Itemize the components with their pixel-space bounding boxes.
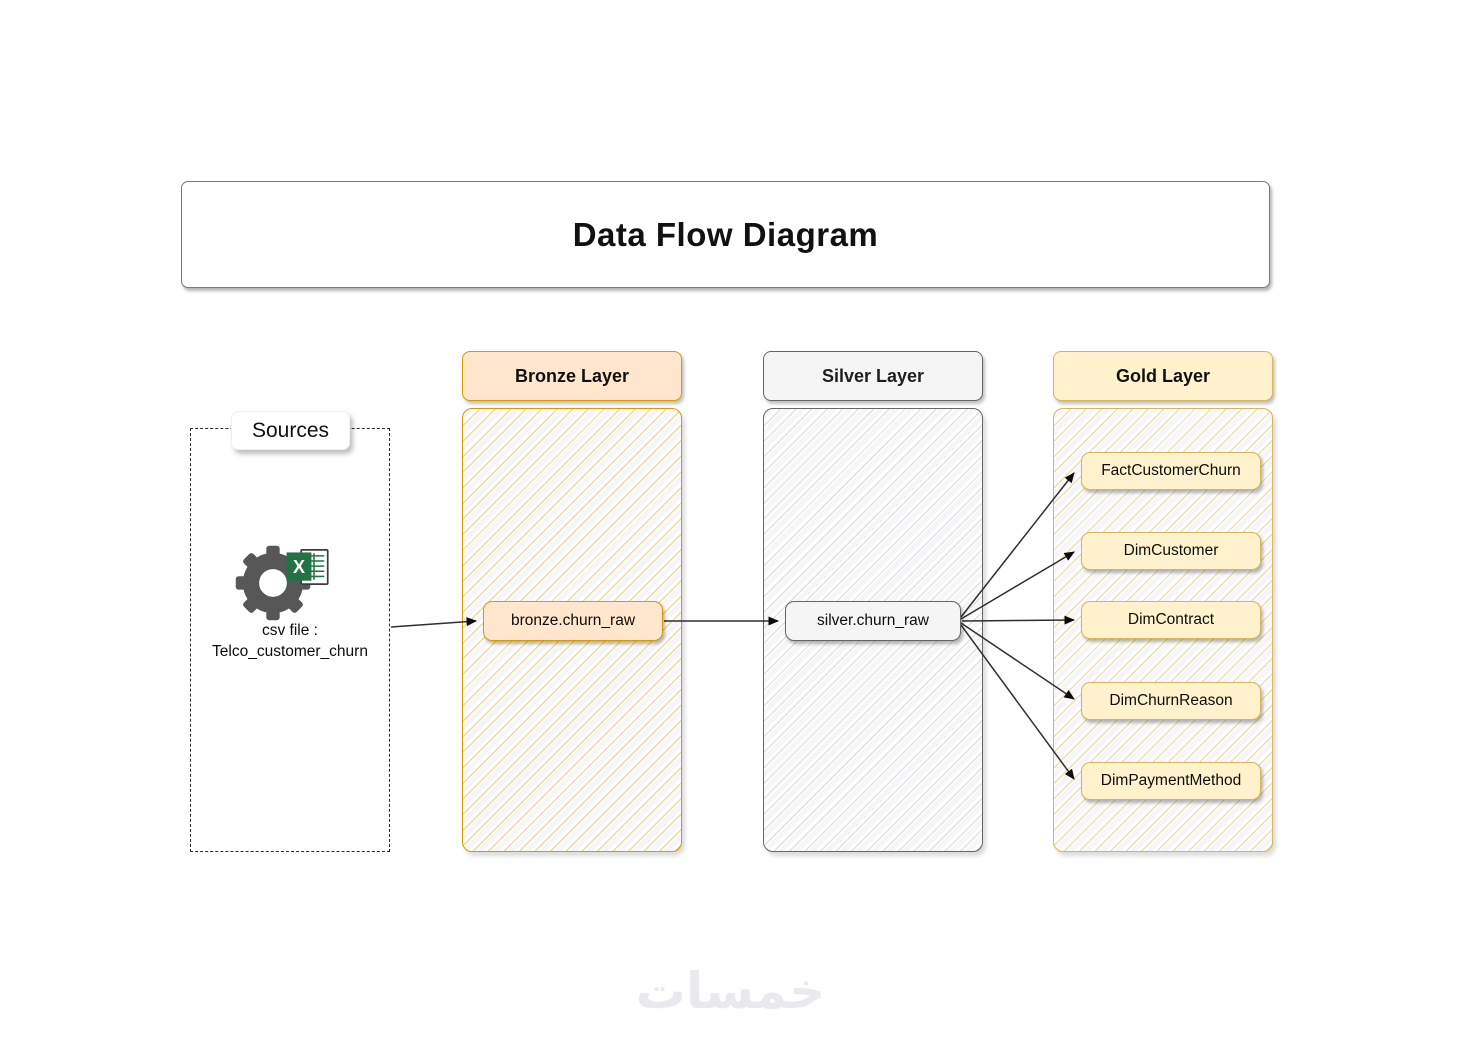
node-label: silver.churn_raw [817,612,929,629]
bronze-layer-title: Bronze Layer [514,365,630,386]
svg-text:X: X [293,557,305,577]
node-label: FactCustomerChurn [1101,462,1241,479]
node-bronze-churn-raw: bronze.churn_raw [483,601,663,641]
gold-layer-title: Gold Layer [1115,365,1211,386]
sources-label: Sources [231,411,350,450]
diagram-title-box: Data Flow Diagram [181,181,1270,288]
node-label: DimContract [1127,611,1215,628]
excel-file-icon: X [286,549,329,585]
node-dimcustomer: DimCustomer [1081,532,1261,570]
csv-caption-line2: Telco_customer_churn [212,643,368,660]
node-dimpaymentmethod: DimPaymentMethod [1081,762,1261,800]
bronze-layer-header: Bronze Layer [462,351,682,401]
node-dimcontract: DimContract [1081,601,1261,639]
sources-label-text: Sources [251,418,330,442]
csv-source-caption: csv file : Telco_customer_churn [185,620,395,662]
khamsat-watermark: خمسات [635,962,826,1020]
silver-layer-header: Silver Layer [763,351,983,401]
node-label: DimChurnReason [1109,692,1233,709]
csv-caption-line1: csv file : [262,622,318,639]
node-silver-churn-raw: silver.churn_raw [785,601,961,641]
page-title: Data Flow Diagram [572,215,879,253]
node-label: DimPaymentMethod [1100,772,1242,789]
gold-layer-header: Gold Layer [1053,351,1273,401]
node-factcustomerchurn: FactCustomerChurn [1081,452,1261,490]
node-label: DimCustomer [1123,542,1219,559]
node-label: bronze.churn_raw [510,612,636,629]
node-dimchurnreason: DimChurnReason [1081,682,1261,720]
silver-layer-title: Silver Layer [821,365,925,386]
csv-source-icon-group: X [232,543,342,621]
